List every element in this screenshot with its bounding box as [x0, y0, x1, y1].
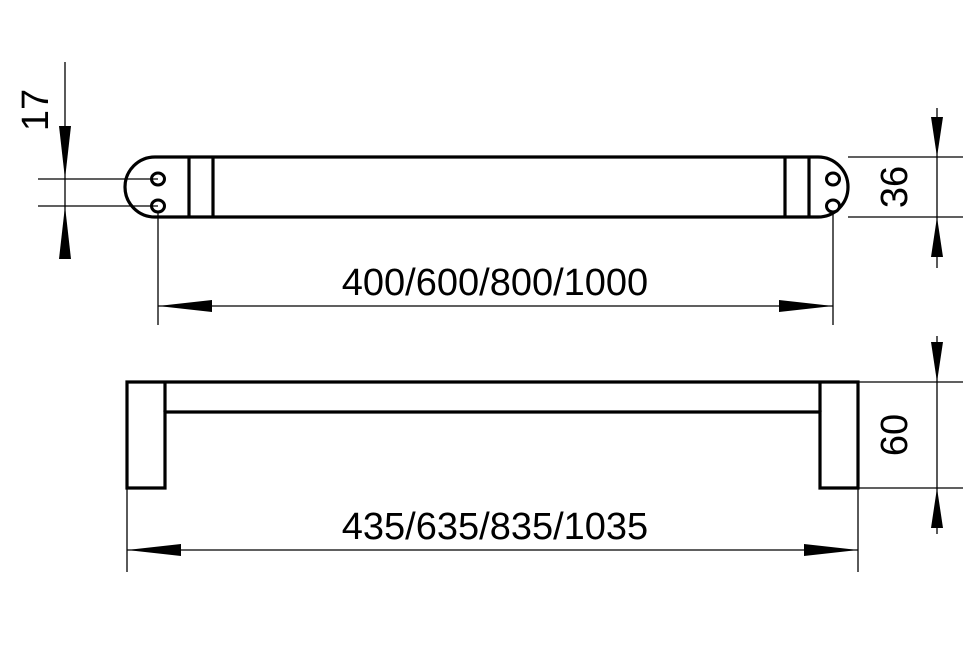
arrow-bracket-projection-bottom [931, 488, 943, 528]
dimension-rail-width: 36 [848, 108, 963, 268]
dimension-overall-length: 435/635/835/1035 [126, 484, 859, 572]
rail-elevation-outline [125, 380, 860, 490]
dim-label-overall-length: 435/635/835/1035 [342, 506, 648, 548]
dimension-rail-length: 400/600/800/1000 [157, 212, 834, 325]
dim-label-hole-spacing: 17 [15, 89, 57, 131]
arrow-rail-width-bottom [931, 217, 943, 257]
rail-body-outline [123, 155, 850, 219]
arrow-overall-length-right [804, 544, 858, 556]
dim-label-bracket-projection: 60 [874, 414, 916, 456]
arrow-rail-length-right [779, 300, 833, 312]
elevation-view [125, 380, 860, 490]
arrow-hole-spacing-top [59, 126, 71, 179]
arrow-rail-width-top [931, 117, 943, 157]
dim-label-rail-length: 400/600/800/1000 [342, 262, 648, 304]
arrow-hole-spacing-bottom [59, 206, 71, 259]
arrow-bracket-projection-top [931, 342, 943, 382]
arrow-rail-length-left [158, 300, 212, 312]
right-cap-hole-lower [825, 198, 841, 214]
dimension-hole-spacing: 17 [15, 62, 158, 259]
dim-label-rail-width: 36 [874, 166, 916, 208]
right-cap-hole-upper [825, 171, 841, 187]
dimension-bracket-projection: 60 [858, 336, 963, 534]
plan-view [123, 155, 850, 219]
arrow-overall-length-left [127, 544, 181, 556]
